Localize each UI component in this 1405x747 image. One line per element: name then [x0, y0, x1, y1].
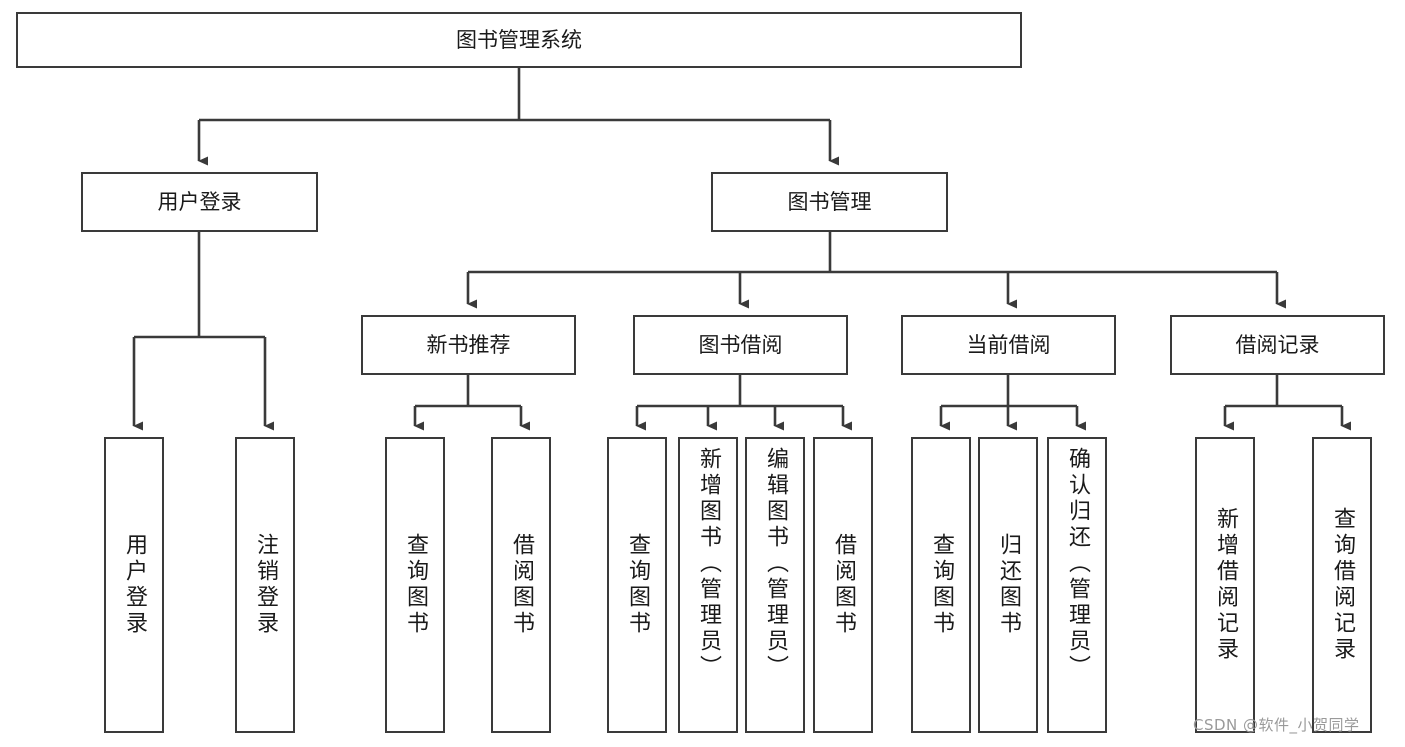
node-label: 查询图书	[625, 533, 650, 637]
leaf-current-query-book[interactable]: 查询图书	[911, 437, 971, 733]
node-label: 借阅记录	[1235, 332, 1320, 357]
node-label: 查询图书	[929, 533, 954, 637]
node-label: 用户登录	[157, 189, 242, 214]
node-book-borrow[interactable]: 图书借阅	[633, 315, 848, 375]
leaf-user-login-login[interactable]: 用户登录	[104, 437, 164, 733]
leaf-borrow-edit-book-admin[interactable]: 编辑图书（管理员）	[745, 437, 805, 733]
node-label: 新增借阅记录	[1213, 507, 1238, 663]
leaf-borrow-borrow-book[interactable]: 借阅图书	[813, 437, 873, 733]
node-user-login[interactable]: 用户登录	[81, 172, 318, 232]
node-label: 归还图书	[996, 533, 1021, 637]
leaf-record-add-record[interactable]: 新增借阅记录	[1195, 437, 1255, 733]
node-label: 图书借阅	[698, 332, 783, 357]
leaf-recommend-borrow-book[interactable]: 借阅图书	[491, 437, 551, 733]
node-label: 查询借阅记录	[1330, 507, 1355, 663]
node-label: 确认归还（管理员）	[1065, 447, 1090, 681]
leaf-record-query-record[interactable]: 查询借阅记录	[1312, 437, 1372, 733]
node-current-borrow[interactable]: 当前借阅	[901, 315, 1116, 375]
leaf-borrow-add-book-admin[interactable]: 新增图书（管理员）	[678, 437, 738, 733]
node-label: 查询图书	[403, 533, 428, 637]
leaf-current-confirm-return-admin[interactable]: 确认归还（管理员）	[1047, 437, 1107, 733]
node-book-management[interactable]: 图书管理	[711, 172, 948, 232]
node-label: 借阅图书	[831, 533, 856, 637]
node-label: 图书管理系统	[456, 27, 582, 52]
leaf-recommend-query-book[interactable]: 查询图书	[385, 437, 445, 733]
leaf-user-login-logout[interactable]: 注销登录	[235, 437, 295, 733]
node-borrow-record[interactable]: 借阅记录	[1170, 315, 1385, 375]
node-root-system[interactable]: 图书管理系统	[16, 12, 1022, 68]
node-label: 当前借阅	[966, 332, 1051, 357]
node-label: 用户登录	[122, 533, 147, 637]
watermark-text: CSDN @软件_小贺同学	[1193, 716, 1360, 734]
leaf-current-return-book[interactable]: 归还图书	[978, 437, 1038, 733]
node-label: 新书推荐	[426, 332, 511, 357]
node-label: 编辑图书（管理员）	[763, 447, 788, 681]
leaf-borrow-query-book[interactable]: 查询图书	[607, 437, 667, 733]
node-label: 图书管理	[787, 189, 872, 214]
node-label: 新增图书（管理员）	[696, 447, 721, 681]
node-new-book-recommend[interactable]: 新书推荐	[361, 315, 576, 375]
node-label: 借阅图书	[509, 533, 534, 637]
node-label: 注销登录	[253, 533, 278, 637]
